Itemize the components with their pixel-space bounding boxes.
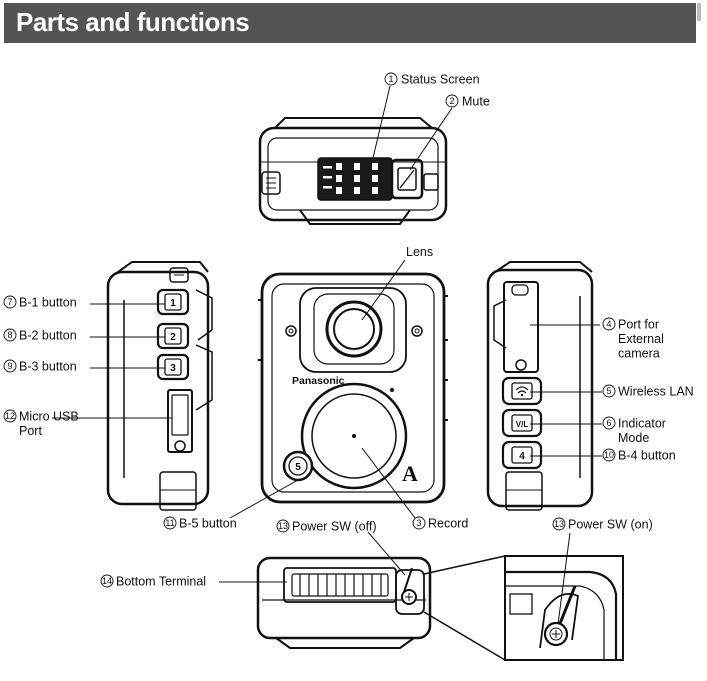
- status-screen-icons: [323, 163, 378, 194]
- callout-label-line1: Port for: [618, 318, 659, 332]
- callout-b1: 7 B-1 button: [3, 296, 77, 310]
- callout-wireless-lan: 5 Wireless LAN: [602, 385, 694, 399]
- callout-label: Status Screen: [401, 73, 480, 87]
- callout-number: 13: [554, 519, 564, 529]
- b4-number: 4: [519, 451, 525, 462]
- b5-physical-button[interactable]: 5: [282, 450, 314, 482]
- callout-number: 1: [388, 74, 393, 84]
- b1-number: 1: [170, 298, 176, 309]
- callout-b3: 9 B-3 button: [3, 360, 77, 374]
- callout-number: 7: [7, 297, 12, 307]
- brand-logo: Panasonic: [292, 375, 345, 387]
- callout-record: 3 Record: [412, 517, 468, 531]
- camera-front-view: [258, 272, 448, 504]
- leader-lines: [52, 85, 602, 625]
- scrollbar-thumb[interactable]: [697, 3, 701, 21]
- callout-b2: 8 B-2 button: [3, 329, 77, 343]
- callout-label: Mute: [462, 95, 490, 109]
- callout-mute: 2 Mute: [445, 95, 490, 109]
- callout-label: Power SW (off): [292, 520, 377, 534]
- callout-label: B-2 button: [19, 329, 77, 343]
- indicator-glyph: V/L: [516, 420, 529, 429]
- callout-b4: 10 B-4 button: [602, 449, 676, 463]
- callout-number: 14: [102, 576, 112, 586]
- callout-label: Wireless LAN: [618, 385, 694, 399]
- callout-label-line3: camera: [618, 347, 660, 361]
- brand-letter-mark: A: [402, 461, 418, 486]
- callout-number: 8: [7, 330, 12, 340]
- wireless-lan-button[interactable]: [501, 376, 543, 406]
- b5-number: 5: [295, 462, 301, 473]
- callout-external-port: 4 Port for External camera: [602, 318, 664, 361]
- callout-label-line2: Port: [19, 424, 42, 438]
- camera-bottom-view: [256, 556, 432, 649]
- callout-number: 2: [449, 96, 454, 106]
- section-header-bar: Parts and functions: [4, 3, 696, 43]
- power-switch-zoom-inset: [423, 555, 624, 661]
- b1-physical-button[interactable]: 1: [156, 288, 190, 316]
- b2-physical-button[interactable]: 2: [156, 322, 190, 350]
- camera-top-view: [258, 117, 448, 225]
- b3-physical-button[interactable]: 3: [156, 353, 190, 381]
- callout-label-line2: External: [618, 332, 664, 346]
- callout-label: B-4 button: [618, 449, 676, 463]
- callout-label-line2: Mode: [618, 431, 649, 445]
- callout-power-on: 13 Power SW (on): [552, 518, 653, 532]
- callout-label-line1: Indicator: [618, 417, 666, 431]
- callout-label: Lens: [406, 245, 433, 259]
- b2-number: 2: [170, 332, 176, 343]
- callout-number: 4: [606, 319, 611, 329]
- callout-number: 9: [7, 361, 12, 371]
- callout-micro-usb: 12 Micro USB Port: [3, 410, 79, 438]
- indicator-mode-button[interactable]: V/L: [501, 408, 543, 438]
- page-title: Parts and functions: [16, 7, 250, 37]
- callout-number: 11: [165, 518, 174, 528]
- callout-lens: Lens: [406, 245, 433, 259]
- callout-number: 12: [5, 411, 15, 421]
- callout-number: 13: [278, 521, 288, 531]
- callout-label: B-3 button: [19, 360, 77, 374]
- callout-label: Power SW (on): [568, 518, 653, 532]
- b3-number: 3: [170, 363, 176, 374]
- callout-indicator-mode: 6 Indicator Mode: [602, 417, 666, 445]
- callout-number: 10: [604, 450, 614, 460]
- callout-status-screen: 1 Status Screen: [384, 73, 480, 87]
- callout-bottom-terminal: 14 Bottom Terminal: [100, 575, 206, 589]
- callout-number: 6: [606, 418, 611, 428]
- callout-power-off: 13 Power SW (off): [276, 520, 377, 534]
- callout-label-line1: Micro USB: [19, 410, 79, 424]
- callout-label: Bottom Terminal: [116, 575, 206, 589]
- b4-physical-button[interactable]: 4: [501, 440, 543, 470]
- callout-label: Record: [428, 517, 468, 531]
- callout-label: B-1 button: [19, 296, 77, 310]
- callout-number: 3: [416, 518, 421, 528]
- callout-b5: 11 B-5 button: [163, 517, 237, 531]
- callout-label: B-5 button: [179, 517, 237, 531]
- callout-number: 5: [606, 386, 611, 396]
